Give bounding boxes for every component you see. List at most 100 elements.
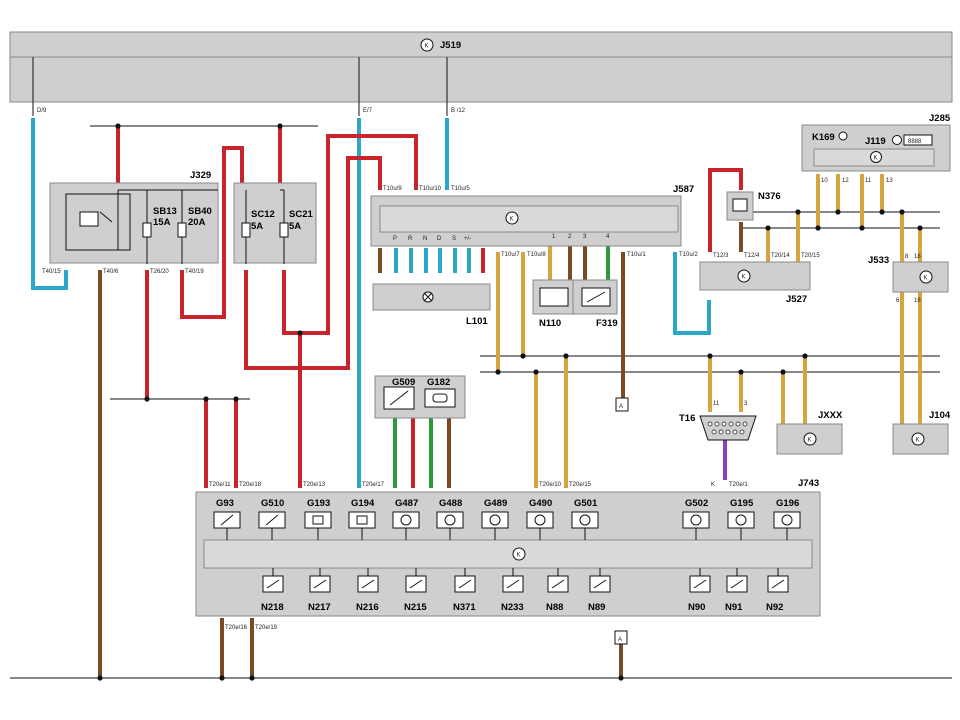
sensor-hall-g195 bbox=[735, 514, 747, 526]
j285-instrument-cluster: K K169 J119 8888 J285 10 12 11 13 bbox=[801, 113, 951, 184]
valve-n218: N218 bbox=[261, 568, 284, 613]
jxxx-label: JXXX bbox=[818, 410, 843, 421]
sensor-label-g502: G502 bbox=[685, 498, 708, 509]
svg-text:T20e/13: T20e/13 bbox=[303, 482, 326, 488]
svg-text:K: K bbox=[808, 438, 812, 444]
sensor-g488: G488 bbox=[436, 498, 464, 540]
svg-text:T20e/16: T20e/16 bbox=[225, 625, 248, 631]
sensor-symbol-g487 bbox=[392, 511, 420, 529]
sensor-g195: G195 bbox=[727, 498, 755, 540]
wires bbox=[31, 118, 922, 678]
sensor-label-g193: G193 bbox=[307, 498, 330, 509]
svg-text:K: K bbox=[510, 217, 514, 223]
sensor-hall-g487 bbox=[400, 514, 412, 526]
valve-label-n217: N217 bbox=[308, 602, 331, 613]
sensor-label-g196: G196 bbox=[776, 498, 799, 509]
svg-text:10: 10 bbox=[821, 178, 828, 184]
valve-n88: N88 bbox=[546, 568, 569, 613]
sel-n: N bbox=[423, 236, 427, 242]
sc12-rating: 5A bbox=[251, 221, 263, 232]
pin-t40-6: T40/6 bbox=[103, 269, 119, 275]
wire-red-sc21-j587 bbox=[282, 134, 418, 335]
sensor-variable-g510 bbox=[265, 514, 279, 526]
sensor-hall-g502 bbox=[690, 514, 702, 526]
sensor-element-g193 bbox=[312, 515, 324, 525]
ref-a-marker-1: A bbox=[615, 397, 629, 412]
valve-label-n218: N218 bbox=[261, 602, 284, 613]
j743-label: J743 bbox=[798, 478, 819, 489]
pin-t20-14: T20/14 bbox=[771, 253, 790, 259]
valve-label-n371: N371 bbox=[453, 602, 476, 613]
svg-text:T20e/11: T20e/11 bbox=[209, 482, 231, 488]
t16-diagnostic-connector: T16 11 3 K T20e/1 bbox=[679, 401, 757, 488]
sensor-g510: G510 bbox=[258, 498, 286, 540]
j285-label: J285 bbox=[929, 113, 951, 124]
sensor-hall-g501 bbox=[579, 514, 591, 526]
sensor-symbol-g488 bbox=[436, 511, 464, 529]
valve-coil-n215 bbox=[409, 579, 423, 589]
j104-label: J104 bbox=[929, 410, 951, 421]
pin-t26-20: T26/20 bbox=[150, 269, 169, 275]
svg-text:K: K bbox=[924, 276, 928, 282]
valve-coil-n371 bbox=[458, 579, 472, 589]
sensor-variable-g93 bbox=[220, 514, 234, 526]
j119-label: J119 bbox=[865, 136, 886, 147]
valve-n216: N216 bbox=[356, 568, 379, 613]
j527-label: J527 bbox=[786, 294, 807, 305]
sensor-symbol-g195 bbox=[727, 511, 755, 529]
f319-pin-4: 4 bbox=[606, 234, 610, 240]
sensor-symbol-g502 bbox=[682, 511, 710, 529]
j519-module bbox=[9, 31, 953, 103]
valve-n89: N89 bbox=[588, 568, 611, 613]
sensor-label-g510: G510 bbox=[261, 498, 284, 509]
sensor-g489: G489 bbox=[481, 498, 509, 540]
svg-text:3: 3 bbox=[744, 401, 748, 407]
sensor-label-g487: G487 bbox=[395, 498, 418, 509]
svg-text:13: 13 bbox=[886, 178, 893, 184]
l101-label: L101 bbox=[466, 316, 488, 327]
valve-n92: N92 bbox=[766, 568, 789, 613]
sc21-rating: 5A bbox=[289, 221, 301, 232]
valve-label-n216: N216 bbox=[356, 602, 379, 613]
svg-text:K: K bbox=[425, 44, 429, 50]
pin-t10u2: T10u/2 bbox=[679, 252, 698, 258]
sb13-label: SB13 bbox=[153, 206, 177, 217]
sensor-g194: G194 bbox=[348, 498, 376, 540]
g509-label: G509 bbox=[392, 377, 415, 388]
j587-label: J587 bbox=[673, 184, 694, 195]
valve-coil-n91 bbox=[730, 579, 744, 589]
pin-t10u8: T10u/8 bbox=[527, 252, 546, 258]
valve-n233: N233 bbox=[501, 568, 524, 613]
pin-t10u1: T10u/1 bbox=[627, 252, 646, 258]
j587-module: K J587 T10u/9 T10u/10 T10u/5 T10u/7 T10u… bbox=[370, 184, 698, 258]
sensor-g93: G93 bbox=[213, 498, 241, 540]
f319-pin-1: 1 bbox=[552, 234, 556, 240]
sensor-g501: G501 bbox=[571, 498, 599, 540]
j527-module: K J527 T12/3 T12/4 T20/14 T20/15 bbox=[699, 253, 820, 305]
g182-label: G182 bbox=[427, 377, 450, 388]
pin-t10u9: T10u/9 bbox=[383, 186, 402, 192]
valve-label-n233: N233 bbox=[501, 602, 524, 613]
sel-r: R bbox=[408, 236, 413, 242]
j329-label: J329 bbox=[190, 170, 211, 181]
valve-n91: N91 bbox=[725, 568, 748, 613]
svg-text:T20e/1: T20e/1 bbox=[729, 482, 748, 488]
sensor-hall-g489 bbox=[489, 514, 501, 526]
valve-coil-n233 bbox=[506, 579, 520, 589]
pin-t20-15: T20/15 bbox=[801, 253, 820, 259]
f319-label: F319 bbox=[596, 318, 618, 329]
sensor-g487: G487 bbox=[392, 498, 420, 540]
valve-n371: N371 bbox=[453, 568, 476, 613]
sensor-hall-g488 bbox=[444, 514, 456, 526]
valve-coil-n218 bbox=[266, 579, 280, 589]
n376-label: N376 bbox=[758, 191, 781, 202]
sensor-symbol-g490 bbox=[526, 511, 554, 529]
svg-text:K: K bbox=[711, 482, 715, 488]
valve-coil-n89 bbox=[593, 579, 607, 589]
j533-gateway: K J533 8 18 6 16 bbox=[868, 254, 949, 304]
svg-text:6: 6 bbox=[896, 298, 900, 304]
k169-label: K169 bbox=[812, 132, 835, 143]
svg-text:K: K bbox=[916, 438, 920, 444]
